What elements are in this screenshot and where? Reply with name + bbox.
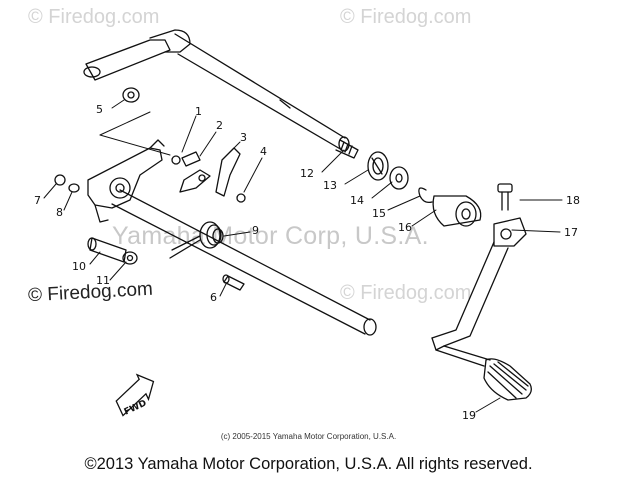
callout-12: 12: [300, 167, 314, 180]
callout-1: 1: [195, 105, 202, 118]
callout-11: 11: [96, 274, 110, 287]
watermark-center: Yamaha Motor Corp, U.S.A.: [112, 222, 429, 250]
callout-6: 6: [210, 291, 217, 304]
lower-shift-shaft: [111, 189, 377, 336]
small-parts: [171, 147, 246, 203]
watermark-top-right: © Firedog.com: [340, 6, 472, 28]
watermark-right-mid: © Firedog.com: [340, 282, 472, 304]
collar-16: [432, 195, 482, 227]
washer-5: [122, 87, 140, 103]
callout-15: 15: [372, 207, 386, 220]
shift-pedal-17: [431, 217, 527, 367]
callout-16: 16: [398, 221, 412, 234]
pin-6: [222, 274, 245, 291]
copyright-main: ©2013 Yamaha Motor Corporation, U.S.A. A…: [84, 455, 533, 473]
upper-shift-shaft: [83, 29, 359, 159]
bolt-18: [497, 183, 513, 211]
fwd-arrow: [115, 373, 155, 417]
watermark-top-left: © Firedog.com: [28, 6, 160, 28]
seal-washer-clip: [367, 151, 433, 204]
leader-lines: [43, 99, 563, 413]
return-spring-9: [169, 221, 224, 259]
callout-5: 5: [96, 103, 103, 116]
callout-17: 17: [564, 226, 578, 239]
callout-9: 9: [252, 224, 259, 237]
callout-18: 18: [566, 194, 580, 207]
callout-19: 19: [462, 409, 476, 422]
callout-13: 13: [323, 179, 337, 192]
callout-7: 7: [34, 194, 41, 207]
callout-3: 3: [240, 131, 247, 144]
callout-10: 10: [72, 260, 86, 273]
copyright-small: (c) 2005-2015 Yamaha Motor Corporation, …: [220, 432, 397, 441]
callout-14: 14: [350, 194, 364, 207]
pedal-rubber-19: [483, 358, 532, 401]
callout-8: 8: [56, 206, 63, 219]
shift-arm-assembly: [54, 139, 165, 265]
callout-2: 2: [216, 119, 223, 132]
callout-4: 4: [260, 145, 267, 158]
